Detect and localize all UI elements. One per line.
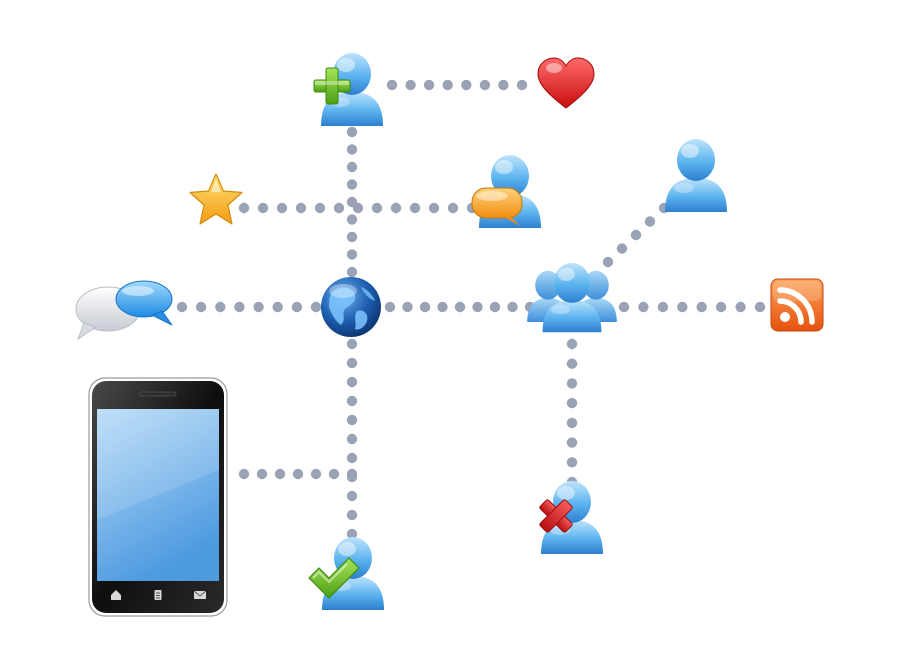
connector-dot (346, 433, 358, 445)
connector-dot (419, 301, 431, 313)
connector-dot (310, 301, 322, 313)
connector-dot (292, 468, 304, 480)
connector-dot (346, 161, 358, 173)
connector-dot (272, 301, 283, 313)
connector-dot (390, 202, 402, 214)
home-icon (111, 590, 121, 600)
connector-lines (176, 79, 766, 540)
menu-icon (154, 590, 162, 600)
connector-dot (644, 216, 656, 227)
connector-dot (566, 437, 578, 448)
connector-dot (346, 214, 358, 225)
connector-dot (754, 301, 766, 313)
connector-dot (677, 301, 688, 313)
connector-dot (630, 229, 642, 241)
connector-dot (291, 301, 303, 313)
connector-dot (409, 202, 421, 214)
connector-dot (735, 301, 746, 313)
speech-bubbles-icon (75, 280, 173, 341)
connector-dot (384, 301, 396, 313)
connector-dot (346, 231, 358, 243)
star-icon (189, 173, 243, 225)
chat-user-icon (471, 155, 541, 228)
user-group-icon (527, 262, 617, 333)
connector-dot (346, 452, 358, 464)
connector-dot (352, 202, 364, 214)
connector-dot (257, 202, 269, 214)
connector-dot (386, 79, 398, 91)
connector-dot (638, 301, 649, 313)
connector-dot (479, 79, 491, 91)
connector-dot (346, 357, 358, 369)
connector-dot (310, 468, 322, 480)
connector-dot (346, 144, 358, 155)
connector-dot (346, 490, 358, 502)
connector-dot (346, 395, 358, 407)
connector-dot (333, 202, 345, 214)
connector-dot (566, 358, 578, 369)
connector-dot (566, 338, 578, 350)
connector-dot (696, 301, 707, 313)
connector-dot (346, 509, 358, 521)
connector-dot (346, 249, 358, 260)
connector-dot (314, 202, 326, 214)
connector-dot (256, 468, 268, 480)
connector-dot (346, 528, 358, 540)
connector-dot (346, 266, 358, 278)
rss-feed-icon (770, 278, 824, 332)
connector-dot (566, 417, 578, 429)
connector-dot (618, 301, 630, 313)
connector-dot (346, 468, 358, 480)
heart-icon (537, 57, 595, 109)
connector-dot (657, 301, 669, 313)
connector-dot (234, 301, 245, 313)
connector-dot (498, 79, 509, 91)
connector-dot (215, 301, 226, 313)
connector-dot (405, 79, 416, 91)
connector-dot (472, 301, 483, 313)
connector-dot (274, 468, 286, 480)
connector-dot (454, 301, 466, 313)
connector-dot (295, 202, 307, 214)
connector-dot (371, 202, 383, 214)
connector-dot (238, 202, 250, 214)
connector-dot (602, 256, 614, 268)
connector-dot (346, 376, 358, 388)
globe-icon (321, 277, 381, 337)
connector-dot (461, 79, 472, 91)
connector-dot (402, 301, 413, 313)
connector-dot (566, 457, 578, 468)
user-icon (665, 139, 727, 212)
connector-dot (566, 397, 578, 409)
connector-dot (516, 79, 528, 91)
connector-dot (442, 79, 453, 91)
connector-dot (346, 338, 358, 350)
connector-dot (346, 414, 358, 426)
connector-dot (423, 79, 435, 91)
connector-dot (507, 301, 518, 313)
connector-dot (566, 378, 578, 389)
connector-dot (428, 202, 440, 214)
connector-dot (195, 301, 207, 313)
connector-dot (346, 126, 358, 138)
add-user-icon (313, 53, 383, 126)
smartphone-icon (88, 377, 228, 617)
remove-user-icon (539, 481, 603, 554)
connector-dot (489, 301, 501, 313)
connector-dot (616, 243, 628, 254)
connector-dot (437, 301, 448, 313)
connector-dot (176, 301, 188, 313)
connector-dot (328, 468, 340, 480)
mail-icon (193, 590, 207, 599)
connector-dot (238, 468, 250, 480)
connector-dot (253, 301, 264, 313)
approved-user-icon (308, 537, 384, 610)
connector-dot (447, 202, 459, 214)
connector-dot (715, 301, 727, 313)
connector-dot (276, 202, 288, 214)
connector-dot (346, 179, 358, 190)
